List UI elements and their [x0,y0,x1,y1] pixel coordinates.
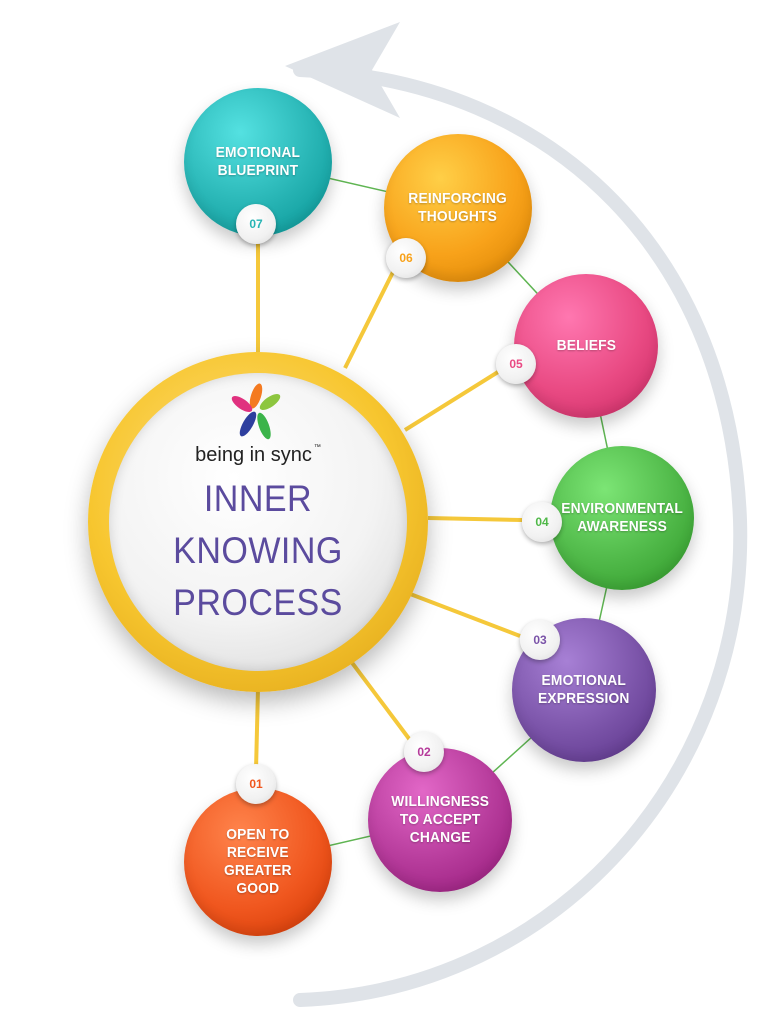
step-label: OPEN TO RECEIVE GREATER GOOD [224,826,292,897]
spoke-line-05 [403,370,500,432]
step-number-badge: 06 [386,238,426,278]
trademark-mark: ™ [313,444,321,451]
step-number-badge: 02 [404,732,444,772]
step-number-badge: 04 [522,502,562,542]
step-label: EMOTIONAL BLUEPRINT [215,144,301,179]
step-number-badge: 03 [520,620,560,660]
cycle-arrow-arc [293,63,748,1007]
title-line-3: PROCESS [173,582,343,623]
step-label: ENVIRONMENTAL AWARENESS [561,500,683,535]
step-node-05: BELIEFS [514,274,658,418]
step-label: WILLINGNESS TO ACCEPT CHANGE [391,793,489,846]
step-label: EMOTIONAL EXPRESSION [538,672,630,707]
step-node-04: ENVIRONMENTAL AWARENESS [550,446,694,590]
step-number-badge: 07 [236,204,276,244]
step-label: BELIEFS [556,337,616,354]
step-label: REINFORCING THOUGHTS [408,190,508,225]
cycle-arrowhead-icon [285,22,400,118]
step-number-badge: 01 [236,764,276,804]
step-number-badge: 05 [496,344,536,384]
spoke-line-06 [343,267,397,369]
spoke-line-01 [254,687,260,771]
spoke-line-04 [427,516,523,522]
spoke-line-03 [404,590,521,638]
title-line-1: INNER [203,478,313,519]
step-node-02: WILLINGNESS TO ACCEPT CHANGE [368,748,512,892]
title-line-2: KNOWING [173,530,343,571]
spoke-lines [254,244,523,771]
step-node-01: OPEN TO RECEIVE GREATER GOOD [184,788,332,936]
being-in-sync-logo-icon [231,383,281,440]
spoke-line-02 [348,658,412,742]
